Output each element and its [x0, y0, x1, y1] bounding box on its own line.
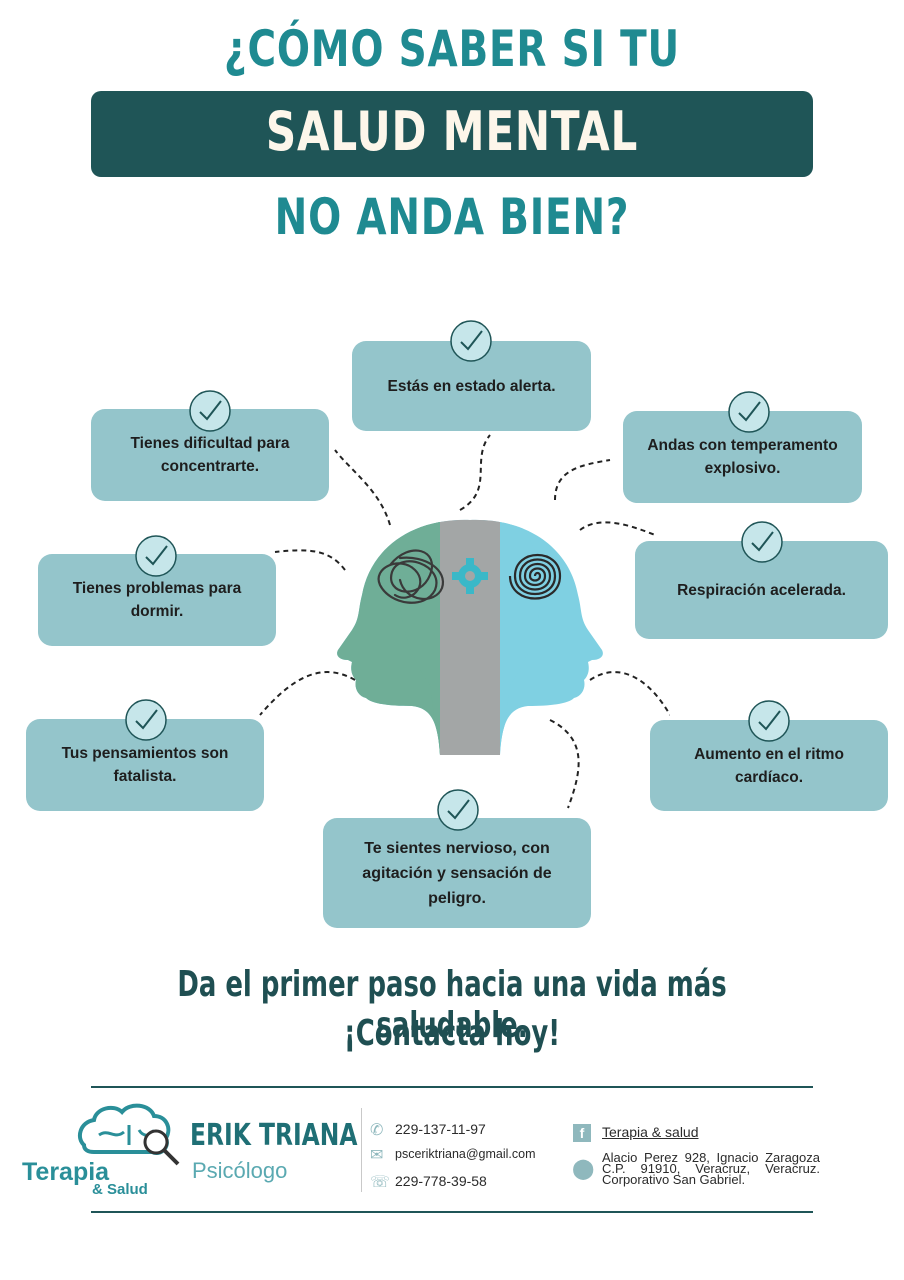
check-icon [437, 789, 479, 831]
check-icon [125, 699, 167, 741]
symptom-box-8: Te sientes nervioso, con agitación y sen… [323, 818, 591, 928]
symptom-box-5: Respiración acelerada. [635, 541, 888, 639]
arrows-layer [259, 434, 670, 809]
phone-2[interactable]: 229-778-39-58 [395, 1173, 487, 1189]
phone-1[interactable]: 229-137-11-97 [395, 1121, 486, 1137]
brain-logo-icon [77, 1103, 180, 1166]
check-icon [741, 521, 783, 563]
footer-top-divider [91, 1086, 813, 1088]
facebook-link[interactable]: Terapia & salud [602, 1124, 699, 1140]
location-pin-icon: ⬤ [572, 1158, 595, 1180]
symptom-box-4: Tienes problemas para dormir. [38, 554, 276, 646]
symptom-box-3: Andas con temperamento explosivo. [623, 411, 862, 503]
psychologist-name: ERIK TRIANA [190, 1118, 358, 1153]
check-icon [189, 390, 231, 432]
footer-vertical-divider [361, 1108, 362, 1192]
email-icon: ✉ [370, 1147, 384, 1164]
symptom-box-2: Tienes dificultad para concentrarte. [91, 409, 329, 501]
whatsapp-icon: ☏ [370, 1174, 391, 1191]
check-icon [728, 391, 770, 433]
logo-text-salud: & Salud [92, 1181, 148, 1198]
title-banner [91, 91, 813, 177]
title-line-3: NO ANDA BIEN? [274, 188, 630, 246]
phone-icon: ✆ [370, 1122, 384, 1139]
cta-line-2: ¡Contacta hoy! [343, 1013, 561, 1054]
title-line-1: ¿CÓMO SABER SI TU [224, 20, 680, 78]
facebook-icon: f [573, 1124, 591, 1142]
check-icon [135, 535, 177, 577]
title-line-2: SALUD MENTAL [265, 100, 639, 163]
head-illustration [337, 519, 603, 755]
cta-line-1: Da el primer paso hacia una vida más sal… [177, 964, 727, 1046]
footer-bottom-divider [91, 1211, 813, 1213]
check-icon [748, 700, 790, 742]
psychologist-role: Psicólogo [192, 1158, 288, 1183]
check-icon [450, 320, 492, 362]
address: Alacio Perez 928, Ignacio Zaragoza C.P. … [602, 1150, 820, 1187]
logo-text-terapia: Terapia [22, 1158, 110, 1186]
email[interactable]: psceriktriana@gmail.com [395, 1147, 536, 1161]
